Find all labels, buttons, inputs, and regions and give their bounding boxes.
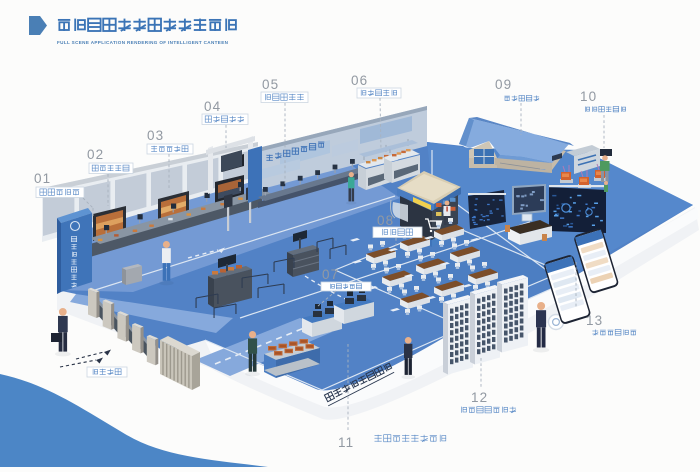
svg-text:09: 09 (495, 77, 512, 92)
svg-text:07: 07 (322, 267, 339, 282)
svg-text:04: 04 (204, 99, 221, 114)
svg-text:05: 05 (262, 77, 279, 92)
svg-text:12: 12 (471, 390, 488, 405)
svg-text:10: 10 (580, 89, 597, 104)
svg-text:02: 02 (87, 147, 104, 162)
svg-text:13: 13 (586, 313, 603, 328)
svg-text:FULL SCENE APPLICATION RENDERI: FULL SCENE APPLICATION RENDERING OF INTE… (57, 40, 229, 45)
svg-text:06: 06 (351, 73, 368, 88)
svg-text:11: 11 (338, 435, 354, 450)
svg-text:08: 08 (377, 213, 394, 228)
svg-text:01: 01 (34, 171, 51, 186)
svg-text:03: 03 (147, 128, 164, 143)
